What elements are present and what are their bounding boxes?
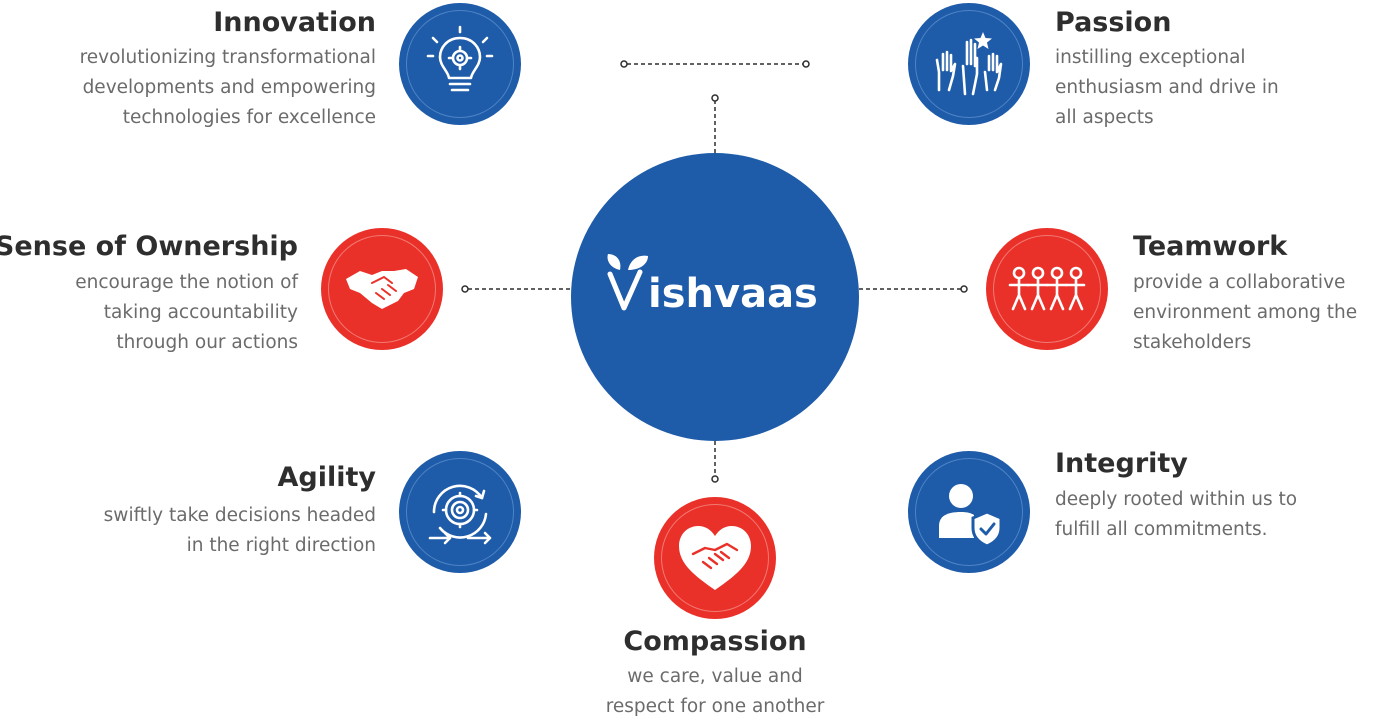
teamwork-description: provide a collaborative environment amon… <box>1133 268 1357 358</box>
ownership-title: Sense of Ownership <box>0 231 298 262</box>
description-line: taking accountability <box>103 302 298 323</box>
teamwork-title: Teamwork <box>1133 231 1288 262</box>
ownership-description: encourage the notion of taking accountab… <box>75 268 298 358</box>
description-line: in the right direction <box>186 535 376 556</box>
connector-dot <box>802 60 810 68</box>
brand-logo-icon <box>607 254 648 311</box>
compassion-title: Compassion <box>623 626 807 657</box>
passion-title: Passion <box>1055 7 1172 38</box>
connector-dot <box>960 285 968 293</box>
innovation-badge <box>399 3 521 125</box>
integrity-description: deeply rooted within us to fulfill all c… <box>1055 485 1297 545</box>
innovation-title: Innovation <box>213 7 376 38</box>
compassion-description: we care, value and respect for one anoth… <box>540 662 890 722</box>
innovation-description: revolutionizing transformational develop… <box>80 43 376 133</box>
agility-description: swiftly take decisions headed in the rig… <box>104 501 376 561</box>
integrity-title: Integrity <box>1055 448 1188 479</box>
teamwork-badge <box>986 228 1108 350</box>
description-line: stakeholders <box>1133 332 1252 353</box>
connector-dot <box>461 285 469 293</box>
agility-badge <box>399 451 521 573</box>
description-line: respect for one another <box>605 696 825 717</box>
description-line: environment among the <box>1133 302 1358 323</box>
connector-dot <box>711 475 719 483</box>
description-line: encourage the notion of <box>75 272 298 293</box>
handshake-icon <box>346 269 418 309</box>
raised-hands-star-icon <box>935 32 1003 96</box>
ownership-badge <box>321 228 443 350</box>
integrity-badge <box>908 451 1030 573</box>
description-line: technologies for excellence <box>122 107 376 128</box>
passion-description: instilling exceptional enthusiasm and dr… <box>1055 43 1279 133</box>
connector-dot <box>711 94 719 102</box>
description-line: enthusiasm and drive in <box>1055 77 1279 98</box>
gear-cycle-icon <box>428 484 492 545</box>
heart-handshake-icon <box>679 526 751 590</box>
description-line: revolutionizing transformational <box>79 47 376 68</box>
description-line: deeply rooted within us to <box>1055 489 1298 510</box>
person-shield-icon <box>939 484 1003 548</box>
description-line: provide a collaborative <box>1133 272 1346 293</box>
description-line: through our actions <box>116 332 298 353</box>
description-line: instilling exceptional <box>1055 47 1246 68</box>
description-line: developments and empowering <box>82 77 376 98</box>
agility-title: Agility <box>277 462 377 493</box>
lightbulb-gear-icon <box>426 25 494 92</box>
people-chain-icon <box>1008 266 1086 311</box>
description-line: fulfill all commitments. <box>1055 519 1268 540</box>
description-line: all aspects <box>1055 107 1154 128</box>
description-line: we care, value and <box>627 666 803 687</box>
brand-name: ishvaas <box>648 271 818 317</box>
description-line: swiftly take decisions headed <box>103 505 376 526</box>
compassion-badge <box>654 497 776 619</box>
connector-dot <box>620 60 628 68</box>
passion-badge <box>908 3 1030 125</box>
